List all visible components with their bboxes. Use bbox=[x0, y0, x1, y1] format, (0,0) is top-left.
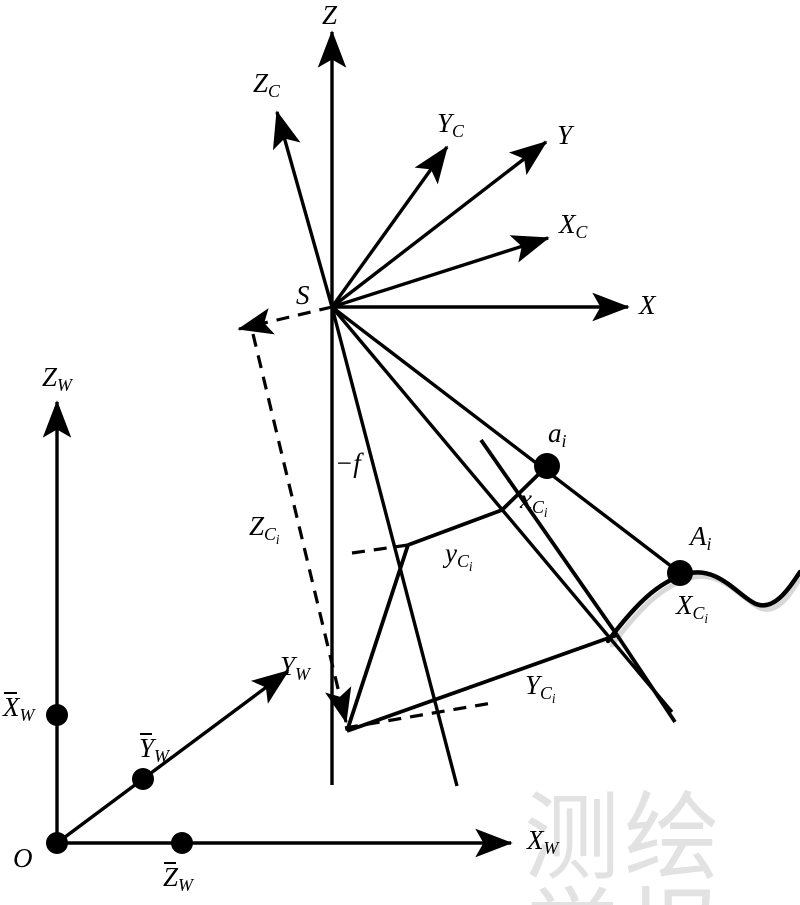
image-frame-right-edge bbox=[479, 438, 619, 637]
label-xw-bar: XW bbox=[3, 692, 35, 726]
label-xw-axis: XW bbox=[527, 825, 559, 859]
label-focal-length: −f bbox=[335, 448, 361, 478]
label-yw-axis: YW bbox=[280, 651, 310, 685]
label-cap-x-ci: XCi bbox=[676, 590, 709, 627]
zw-bar-dot bbox=[171, 832, 193, 854]
label-zw-bar: ZW bbox=[163, 862, 193, 896]
yw-bar-dot bbox=[132, 768, 154, 790]
label-cap-y-ci: YCi bbox=[525, 670, 556, 707]
image-frame-left-edge bbox=[345, 544, 410, 732]
image-point-dot bbox=[534, 453, 560, 479]
image-frame-top-edge bbox=[407, 508, 503, 547]
image-frame-bottom-edge bbox=[346, 633, 618, 733]
projection-ray-s-to-Ai bbox=[330, 305, 686, 578]
journal-watermark: 测绘学报 bbox=[524, 782, 724, 905]
label-cap-z-ci: ZCi bbox=[249, 511, 280, 548]
label-perspective-center: S bbox=[296, 280, 310, 310]
xw-bar-dot bbox=[46, 704, 68, 726]
label-x-axis: X bbox=[639, 290, 656, 320]
label-object-point: Ai bbox=[690, 521, 712, 555]
image-plane-top-left-dashed bbox=[237, 305, 333, 335]
label-origin: O bbox=[13, 843, 33, 873]
label-zw-axis: ZW bbox=[42, 362, 72, 396]
terrain-curve bbox=[605, 569, 800, 644]
projection-ray-bottom-edge bbox=[330, 306, 459, 787]
image-plane-left-mid-dashed bbox=[351, 543, 409, 555]
label-image-point: ai bbox=[548, 418, 567, 452]
origin-dot bbox=[46, 832, 68, 854]
zci-dashed-axis bbox=[251, 333, 352, 724]
label-yw-bar: YW bbox=[139, 733, 169, 767]
xc-axis-line bbox=[331, 235, 550, 309]
label-yc-axis: YC bbox=[437, 108, 464, 142]
object-point-dot bbox=[667, 560, 693, 586]
yw-axis-line bbox=[55, 669, 290, 845]
label-x-ci: xCi bbox=[520, 484, 548, 521]
yc-axis-line bbox=[330, 145, 449, 308]
label-xc-axis: XC bbox=[559, 209, 588, 243]
zc-axis-line bbox=[272, 110, 334, 308]
label-y-axis: Y bbox=[557, 120, 573, 150]
label-y-ci: yCi bbox=[445, 538, 473, 575]
label-zc-axis: ZC bbox=[253, 68, 280, 102]
ground-baseline-right bbox=[615, 633, 677, 724]
y-axis-line bbox=[330, 140, 548, 309]
label-z-axis: Z bbox=[322, 0, 338, 30]
